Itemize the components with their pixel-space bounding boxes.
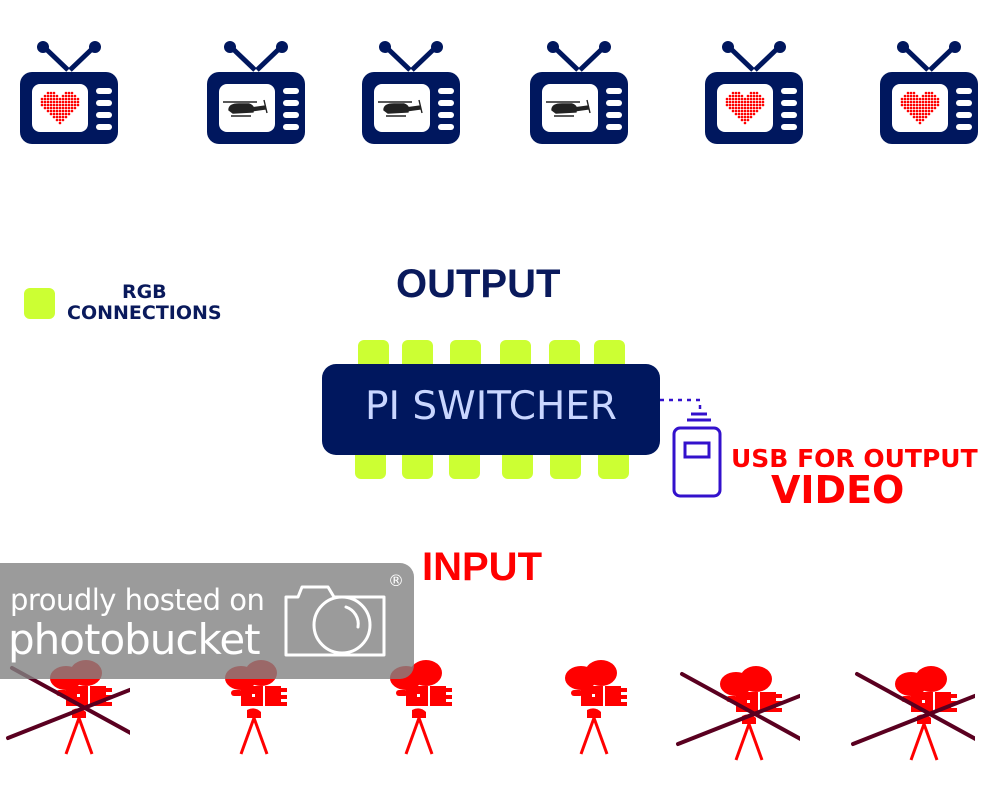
helicopter-icon [223, 99, 268, 117]
watermark-line1: proudly hosted on [10, 583, 265, 617]
tv-icon [207, 41, 305, 144]
camera-logo-icon [284, 585, 386, 657]
watermark-line2: photobucket [8, 615, 261, 664]
heart-icon [725, 91, 765, 125]
pi-switcher-label: PI SWITCHER [364, 384, 618, 429]
helicopter-icon [546, 99, 591, 117]
registered-mark: ® [388, 571, 404, 590]
usb-cable [660, 398, 702, 414]
tv-icon [880, 41, 978, 144]
usb-label-line2: VIDEO [771, 468, 905, 512]
pi-switcher-chip: PI SWITCHER [322, 364, 660, 455]
legend-swatch-rgb [24, 288, 55, 319]
tv-icon [530, 41, 628, 144]
input-title: INPUT [422, 545, 542, 589]
photobucket-watermark: proudly hosted on photobucket ® [0, 563, 414, 679]
usb-body [672, 426, 722, 498]
cross-out-mark [676, 672, 800, 746]
heart-icon [900, 91, 940, 125]
heart-icon [40, 91, 80, 125]
video-camera-icon [565, 660, 627, 755]
usb-label-line1: USB FOR OUTPUT [731, 444, 978, 473]
video-camera-icon [676, 666, 800, 761]
video-camera-icon [851, 666, 975, 761]
tv-icon [20, 41, 118, 144]
usb-window [683, 441, 711, 459]
legend-line2: CONNECTIONS [67, 302, 222, 324]
cross-out-mark [851, 672, 975, 746]
cross-out-mark [6, 666, 130, 740]
usb-drive-icon [660, 398, 722, 498]
legend-label: RGB CONNECTIONS [67, 282, 222, 324]
tv-icon [362, 41, 460, 144]
legend-line1: RGB [121, 281, 167, 303]
tv-icon [705, 41, 803, 144]
output-title: OUTPUT [396, 262, 561, 306]
helicopter-icon [378, 99, 423, 117]
